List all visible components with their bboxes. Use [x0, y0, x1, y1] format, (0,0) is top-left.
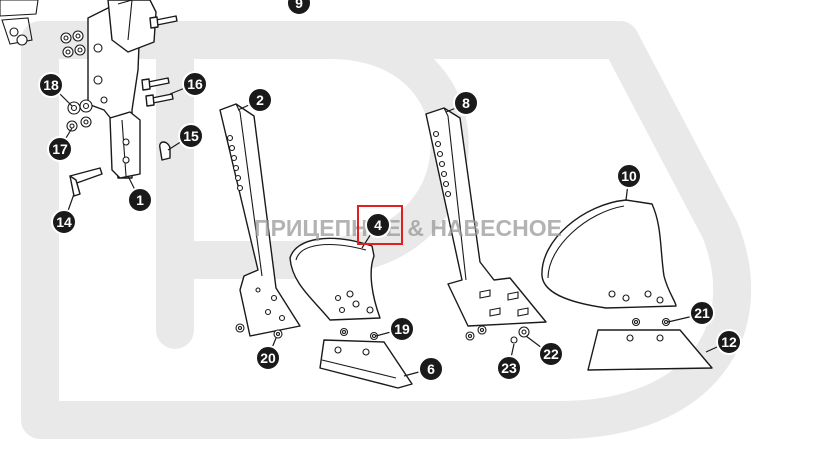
callout-10[interactable]: 10	[616, 163, 642, 189]
highlight-box	[357, 205, 403, 245]
callout-12[interactable]: 12	[716, 329, 742, 355]
callout-8-label: 8	[462, 95, 470, 111]
callout-9[interactable]: 9	[286, 0, 312, 16]
callout-23[interactable]: 23	[496, 355, 522, 381]
callout-19[interactable]: 19	[389, 316, 415, 342]
callout-9-label: 9	[295, 0, 303, 11]
callout-14[interactable]: 14	[51, 209, 77, 235]
callout-15[interactable]: 15	[178, 123, 204, 149]
callout-18[interactable]: 18	[38, 72, 64, 98]
callout-17-label: 17	[52, 141, 68, 157]
callout-10-label: 10	[621, 168, 637, 184]
share-right	[587, 317, 713, 371]
callout-12-label: 12	[721, 334, 737, 350]
callout-2[interactable]: 2	[247, 87, 273, 113]
callout-14-label: 14	[56, 214, 72, 230]
callout-19-label: 19	[394, 321, 410, 337]
callout-8[interactable]: 8	[453, 90, 479, 116]
callout-22[interactable]: 22	[538, 341, 564, 367]
callout-20-label: 20	[260, 350, 276, 366]
moldboard-right	[541, 199, 677, 309]
callout-15-label: 15	[183, 128, 199, 144]
watermark-text: ПРИЦЕПНОЕ & НАВЕСНОЕ	[254, 215, 562, 241]
callout-23-label: 23	[501, 360, 517, 376]
callout-17[interactable]: 17	[47, 136, 73, 162]
share-left	[319, 327, 413, 389]
callout-18-label: 18	[43, 77, 59, 93]
standard-right	[425, 107, 547, 344]
callout-20[interactable]: 20	[255, 345, 281, 371]
callout-1[interactable]: 1	[127, 187, 153, 213]
callout-21-label: 21	[694, 305, 710, 321]
callout-4[interactable]: 4	[365, 212, 391, 238]
callout-6[interactable]: 6	[418, 356, 444, 382]
moldboard-left	[289, 237, 381, 321]
frame-bracket-assembly	[0, 0, 178, 197]
callout-4-label: 4	[374, 217, 382, 233]
callout-1-label: 1	[136, 192, 144, 208]
callout-21[interactable]: 21	[689, 300, 715, 326]
callout-2-label: 2	[256, 92, 264, 108]
callout-6-label: 6	[427, 361, 435, 377]
callout-16-label: 16	[187, 76, 203, 92]
callout-22-label: 22	[543, 346, 559, 362]
standard-left	[219, 103, 301, 339]
callout-16[interactable]: 16	[182, 71, 208, 97]
